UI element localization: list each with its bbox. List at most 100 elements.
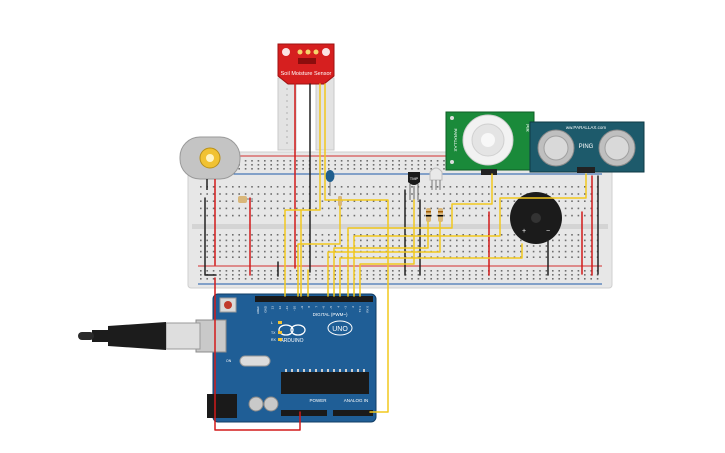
breadboard-hole — [424, 270, 426, 272]
breadboard-hole — [315, 245, 317, 247]
breadboard-hole — [334, 164, 336, 166]
breadboard-hole — [276, 256, 279, 258]
breadboard-hole — [321, 164, 324, 166]
breadboard-hole — [481, 250, 484, 253]
breadboard-hole — [443, 207, 445, 210]
breadboard-hole — [596, 278, 599, 280]
breadboard-hole — [552, 274, 554, 276]
breadboard-hole — [436, 234, 439, 236]
breadboard-hole — [513, 234, 516, 236]
breadboard-hole — [385, 256, 388, 258]
breadboard-hole — [500, 256, 503, 258]
breadboard-hole — [424, 186, 426, 188]
breadboard-hole — [347, 186, 349, 188]
arduino-brand: ARDUINO — [280, 338, 303, 344]
digital-pin-label: 13 — [271, 306, 275, 310]
breadboard-hole — [200, 207, 202, 210]
breadboard-hole — [596, 274, 599, 276]
breadboard-hole — [334, 214, 336, 217]
temperature-sensor: TMP — [408, 172, 420, 200]
breadboard-hole — [315, 278, 317, 280]
breadboard-hole — [532, 245, 535, 247]
breadboard-hole — [328, 274, 330, 276]
breadboard-hole — [475, 193, 477, 195]
breadboard-hole — [296, 270, 298, 272]
breadboard-hole — [475, 250, 477, 253]
breadboard-hole — [372, 270, 375, 272]
breadboard-hole — [251, 270, 253, 272]
breadboard-hole — [251, 239, 253, 242]
breadboard-hole — [276, 234, 279, 236]
breadboard-hole — [558, 186, 560, 188]
breadboard-hole — [379, 160, 381, 162]
breadboard-hole — [481, 200, 484, 202]
breadboard-hole — [571, 274, 573, 276]
breadboard-hole — [315, 193, 317, 195]
breadboard-hole — [251, 274, 253, 276]
breadboard-hole — [436, 207, 439, 210]
breadboard-hole — [257, 274, 260, 276]
breadboard-hole — [564, 250, 567, 253]
breadboard-hole — [577, 274, 580, 276]
breadboard-hole — [270, 214, 272, 217]
breadboard-hole — [340, 234, 343, 236]
breadboard-hole — [251, 207, 253, 210]
breadboard-hole — [251, 278, 253, 280]
breadboard-hole — [462, 186, 464, 188]
breadboard-hole — [232, 239, 234, 242]
breadboard-hole — [392, 193, 394, 195]
breadboard-hole — [424, 245, 426, 247]
breadboard-hole — [212, 234, 215, 236]
breadboard-hole — [430, 186, 432, 188]
breadboard-hole — [507, 250, 509, 253]
breadboard-hole — [212, 270, 215, 272]
breadboard-hole — [283, 214, 285, 217]
breadboard-hole — [590, 245, 592, 247]
breadboard-hole — [468, 245, 471, 247]
breadboard-hole — [520, 256, 522, 258]
breadboard-hole — [449, 274, 452, 276]
breadboard-hole — [475, 274, 477, 276]
breadboard-hole — [584, 245, 586, 247]
breadboard-hole — [468, 270, 471, 272]
breadboard-hole — [462, 214, 464, 217]
breadboard-hole — [264, 239, 266, 242]
breadboard-hole — [398, 256, 400, 258]
breadboard-hole — [270, 207, 272, 210]
breadboard-hole — [513, 278, 516, 280]
breadboard-hole — [372, 278, 375, 280]
breadboard-hole — [526, 274, 528, 276]
dc-motor — [179, 136, 241, 190]
breadboard-hole — [302, 245, 304, 247]
breadboard-hole — [449, 250, 452, 253]
breadboard-hole — [289, 234, 292, 236]
breadboard-hole — [558, 256, 560, 258]
breadboard-hole — [456, 239, 458, 242]
breadboard-hole — [315, 160, 317, 162]
breadboard-hole — [270, 245, 272, 247]
breadboard-hole — [372, 164, 375, 166]
breadboard-hole — [257, 164, 260, 166]
breadboard-hole — [353, 207, 356, 210]
breadboard-hole — [302, 250, 304, 253]
breadboard-hole — [520, 250, 522, 253]
breadboard-hole — [436, 214, 439, 217]
breadboard-hole — [424, 164, 426, 166]
breadboard-hole — [206, 250, 208, 253]
breadboard-hole — [353, 186, 356, 188]
breadboard-hole — [590, 186, 592, 188]
breadboard-hole — [430, 274, 432, 276]
breadboard-hole — [481, 207, 484, 210]
breadboard-hole — [564, 234, 567, 236]
breadboard-hole — [340, 239, 343, 242]
breadboard-hole — [270, 274, 272, 276]
breadboard-hole — [545, 193, 548, 195]
analog-label: ANALOG IN — [344, 398, 369, 403]
breadboard-hole — [372, 207, 375, 210]
breadboard-hole — [238, 274, 240, 276]
breadboard-hole — [571, 234, 573, 236]
breadboard-hole — [443, 256, 445, 258]
breadboard-hole — [411, 193, 413, 195]
breadboard-hole — [219, 200, 221, 202]
breadboard-hole — [283, 274, 285, 276]
